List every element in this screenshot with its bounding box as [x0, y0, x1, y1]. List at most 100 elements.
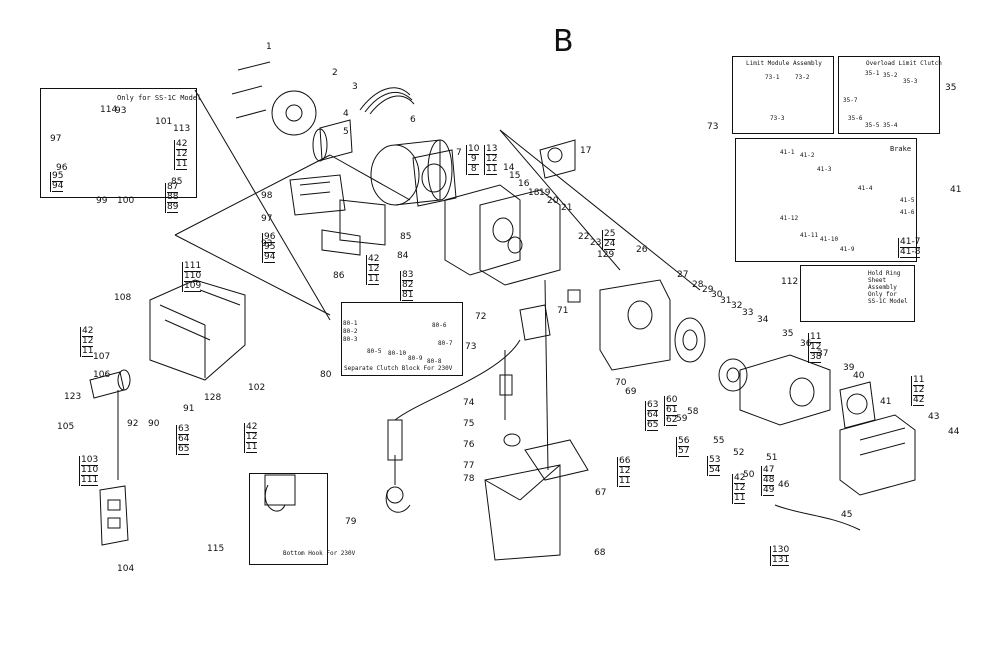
- part-label: 41-3: [817, 166, 832, 173]
- part-label: 35-5: [865, 122, 880, 129]
- part-label: 101: [155, 117, 173, 127]
- part-label: 74: [463, 398, 475, 408]
- part-label: 77: [463, 461, 475, 471]
- part-label: 29: [702, 285, 714, 295]
- part-label: 99: [96, 196, 108, 206]
- part-label: 35-2: [883, 72, 898, 79]
- part-label: 113: [173, 124, 191, 134]
- part-label: 80-8: [427, 358, 442, 365]
- inset-ss1c-title: Only for SS-1C Model: [117, 94, 202, 102]
- inset-overload-clutch: [838, 56, 940, 134]
- part-label: 51: [766, 453, 778, 463]
- part-label: 93: [115, 106, 127, 116]
- part-label: 41-11: [800, 232, 819, 239]
- part-label: 36: [800, 339, 812, 349]
- part-label: 41: [950, 185, 962, 195]
- part-label: 129: [597, 250, 615, 260]
- part-label: 69: [625, 387, 637, 397]
- part-label: 43: [928, 412, 940, 422]
- part-label: 92: [127, 419, 139, 429]
- part-label: 73: [465, 342, 477, 352]
- part-label: 73: [707, 122, 719, 132]
- part-label: 58: [687, 407, 699, 417]
- part-label: 115: [207, 544, 225, 554]
- part-label: 35: [945, 83, 957, 93]
- part-label: 32: [731, 301, 743, 311]
- part-label: 31: [720, 296, 732, 306]
- part-label: 35-6: [848, 115, 863, 122]
- part-label: 112: [781, 277, 799, 287]
- part-label: 17: [580, 146, 592, 156]
- part-label: 76: [463, 440, 475, 450]
- part-label: 35-3: [903, 78, 918, 85]
- part-label: 93: [261, 239, 273, 249]
- part-label: 84: [397, 251, 409, 261]
- part-label: 7: [456, 148, 462, 158]
- part-label: 15: [509, 171, 521, 181]
- part-label: 67: [595, 488, 607, 498]
- part-label: 45: [841, 510, 853, 520]
- part-label: 90: [148, 419, 160, 429]
- inset-hold-ring-title: Hold Ring Sheet Assembly Only for SS-1C …: [868, 270, 908, 305]
- part-label: 100: [117, 196, 135, 206]
- part-label: 14: [503, 163, 515, 173]
- inset-ss1c: [40, 88, 197, 198]
- inset-hold-ring: [800, 265, 915, 322]
- part-label: 80: [320, 370, 332, 380]
- part-label: 80-10: [388, 350, 407, 357]
- part-label: 39: [843, 363, 855, 373]
- part-label: 72: [475, 312, 487, 322]
- part-label: 98: [261, 191, 273, 201]
- part-label: 80-7: [438, 340, 453, 347]
- part-label: 80-2: [343, 328, 358, 335]
- part-label: 52: [733, 448, 745, 458]
- part-label: 20: [547, 196, 559, 206]
- inset-limit-title: Limit Module Assembly: [746, 60, 822, 67]
- part-label: 85: [400, 232, 412, 242]
- part-label: 73-1: [765, 74, 780, 81]
- part-label: 102: [248, 383, 266, 393]
- part-label: 41-5: [900, 197, 915, 204]
- inset-brake-title: Brake: [890, 145, 912, 153]
- part-label: 3: [352, 82, 358, 92]
- part-label: 35: [782, 329, 794, 339]
- inset-separate-title: Separate Clutch Block For 230V: [344, 365, 453, 372]
- part-label: 37: [817, 349, 829, 359]
- part-label: 50: [743, 470, 755, 480]
- part-label: 41-9: [840, 246, 855, 253]
- part-label: 104: [117, 564, 135, 574]
- part-label: 30: [711, 290, 723, 300]
- inset-bottom-hook: [249, 473, 328, 565]
- part-label: 123: [64, 392, 82, 402]
- part-label: 5: [343, 127, 349, 137]
- part-label: 86: [333, 271, 345, 281]
- part-label: 107: [93, 352, 111, 362]
- part-label: 108: [114, 293, 132, 303]
- part-label: 96: [56, 163, 68, 173]
- part-label: 27: [677, 270, 689, 280]
- part-label: 40: [853, 371, 865, 381]
- part-label: 78: [463, 474, 475, 484]
- part-label: 55: [713, 436, 725, 446]
- part-label: 59: [676, 414, 688, 424]
- part-label: 41-6: [900, 209, 915, 216]
- part-label: 34: [757, 315, 769, 325]
- part-label: 26: [636, 245, 648, 255]
- inset-brake: [735, 138, 917, 262]
- part-label: 16: [518, 179, 530, 189]
